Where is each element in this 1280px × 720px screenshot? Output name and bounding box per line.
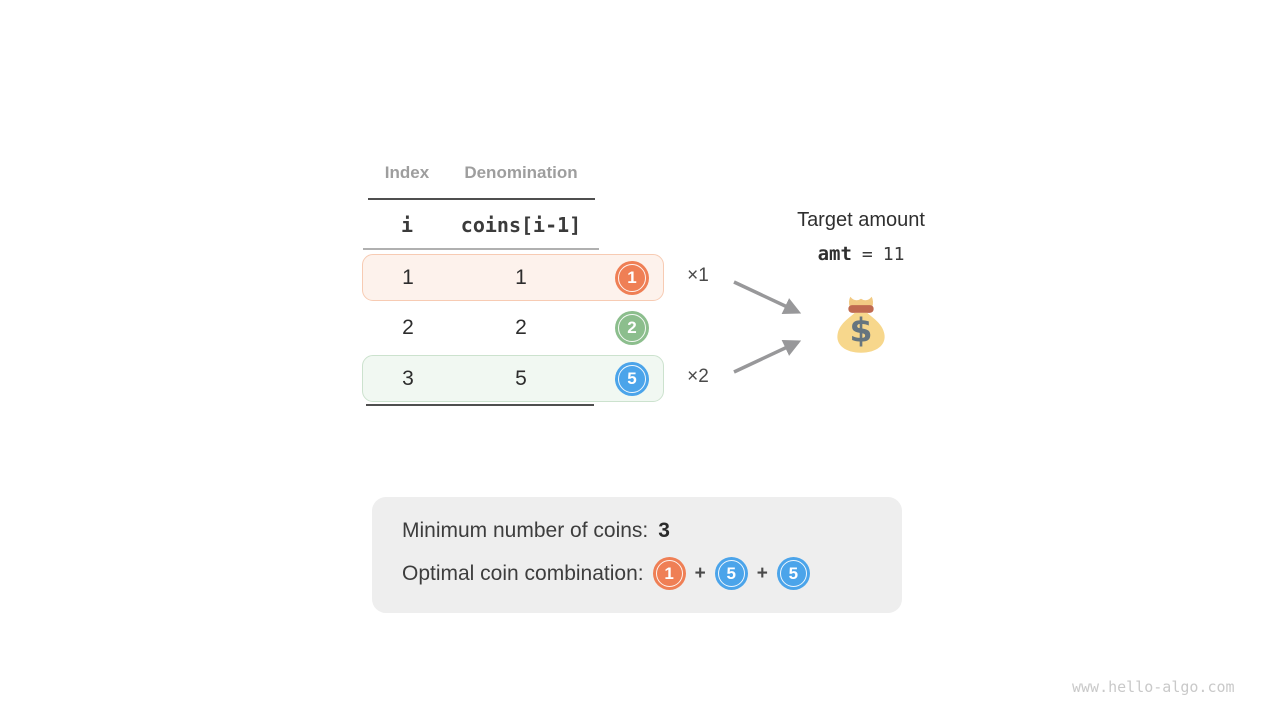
row3-denomination: 5 xyxy=(515,366,527,390)
plus-sign: + xyxy=(694,562,706,584)
multiplier-row3: ×2 xyxy=(687,366,709,387)
watermark: www.hello-algo.com xyxy=(1072,678,1235,696)
plus-sign: + xyxy=(756,562,768,584)
table-row-1: 1 1 1 xyxy=(362,254,664,301)
row3-index: 3 xyxy=(402,366,414,390)
combo-coin-3-value: 5 xyxy=(788,563,799,583)
table-rule-bottom xyxy=(366,404,594,406)
column-header-denomination: Denomination xyxy=(464,163,578,182)
coin-2-value: 2 xyxy=(627,318,637,337)
target-value: 11 xyxy=(882,244,905,265)
min-coins-label: Minimum number of coins: xyxy=(402,519,649,542)
table-rule-middle xyxy=(363,248,599,250)
min-coins-value: 3 xyxy=(658,519,670,542)
target-amount-expression: amt = 11 xyxy=(761,243,961,265)
combo-coin-2-icon: 5 xyxy=(714,557,748,590)
arrow-bottom-icon xyxy=(733,340,802,374)
table-row-3: 3 5 5 xyxy=(362,355,664,402)
code-header-coins: coins[i-1] xyxy=(460,213,582,237)
column-header-index: Index xyxy=(384,163,430,182)
table-row-2: 2 2 2 xyxy=(362,304,664,351)
coin-5-icon: 5 xyxy=(615,362,649,396)
table-rule-top xyxy=(368,198,595,200)
optimal-combination-line: Optimal coin combination: 1 + 5 + 5 xyxy=(402,557,810,590)
coin-1-value: 1 xyxy=(627,268,637,287)
summary-card: Minimum number of coins: 3 Optimal coin … xyxy=(372,497,902,613)
row2-denomination: 2 xyxy=(515,315,527,339)
combo-coin-1-icon: 1 xyxy=(652,557,686,590)
target-variable: amt xyxy=(817,243,852,265)
combo-coin-2-value: 5 xyxy=(726,563,736,583)
arrows-to-bag-icon xyxy=(733,280,802,374)
row2-index: 2 xyxy=(402,315,414,339)
multiplier-row1: ×1 xyxy=(687,265,709,286)
arrow-top-icon xyxy=(733,280,802,314)
target-amount-label: Target amount xyxy=(797,209,925,231)
combo-coin-1-value: 1 xyxy=(664,563,674,583)
code-header-i: i xyxy=(400,213,414,237)
coin-2-icon: 2 xyxy=(615,311,649,345)
money-bag-icon: $ xyxy=(837,296,885,353)
coin-5-value: 5 xyxy=(627,369,637,388)
svg-text:$: $ xyxy=(850,311,873,350)
row1-denomination: 1 xyxy=(515,265,527,289)
coin-1-icon: 1 xyxy=(615,261,649,295)
min-coins-line: Minimum number of coins: 3 xyxy=(402,519,670,543)
combination-label: Optimal coin combination: xyxy=(402,561,644,585)
equals-sign: = xyxy=(861,244,873,265)
row1-index: 1 xyxy=(402,265,414,289)
combo-coin-3-icon: 5 xyxy=(776,557,810,590)
